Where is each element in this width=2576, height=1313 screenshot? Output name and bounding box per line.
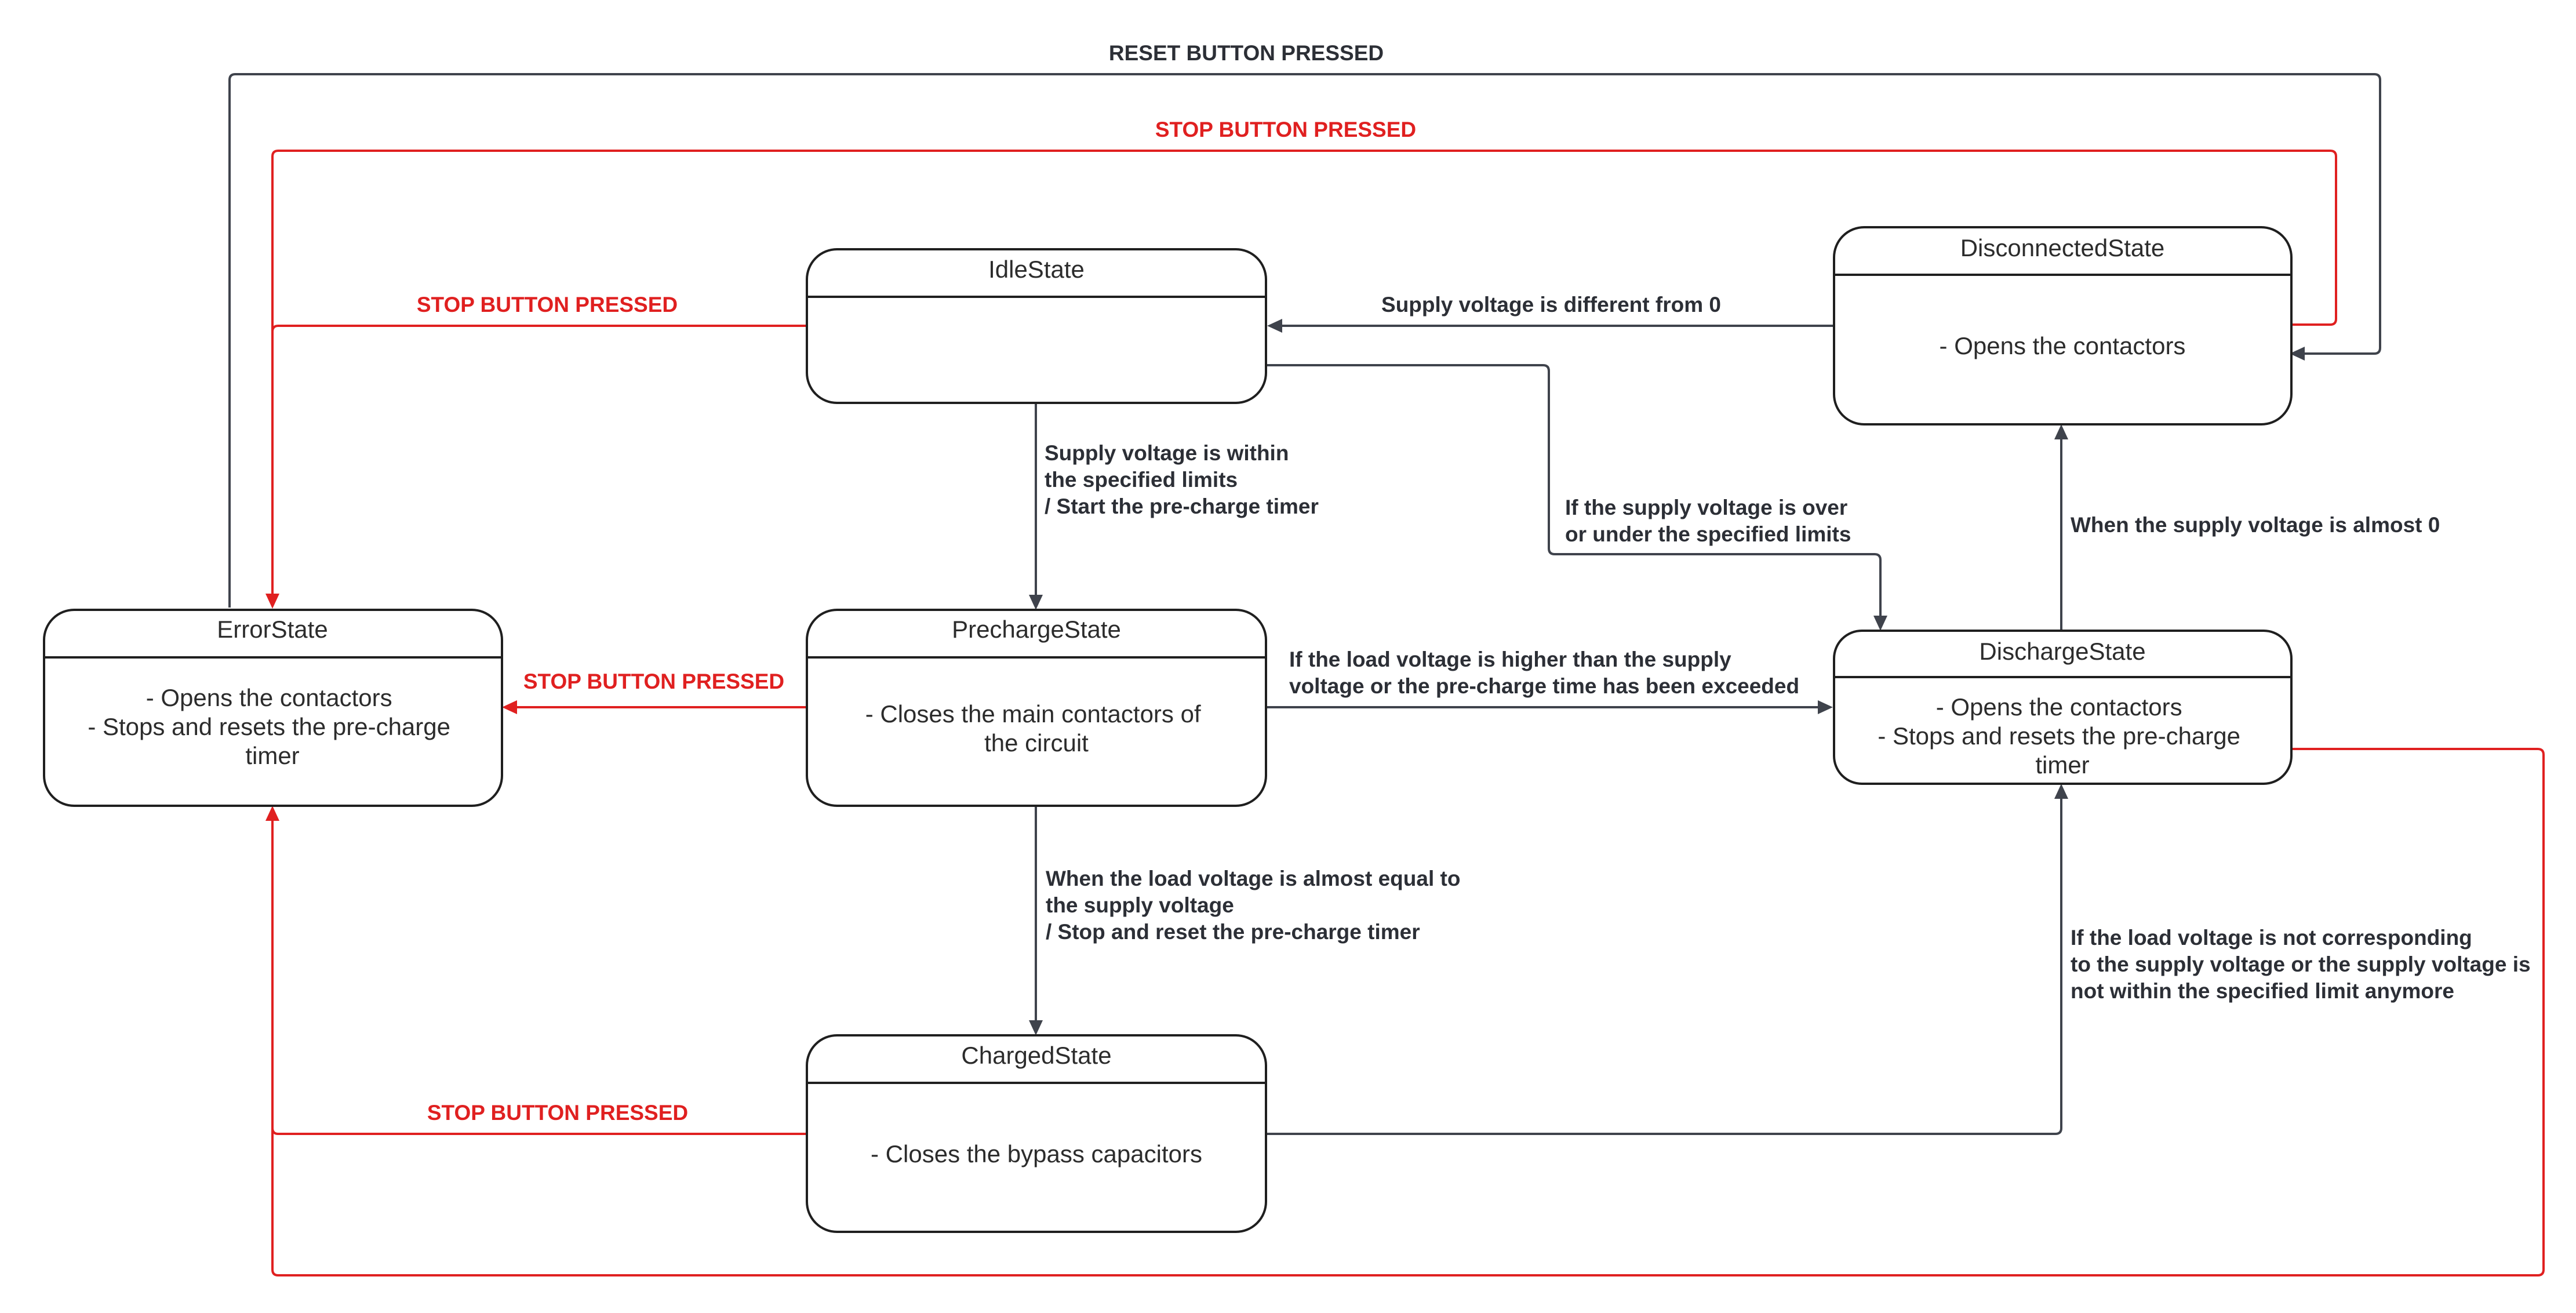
state-box <box>1833 226 2293 425</box>
edge-line <box>228 73 2381 608</box>
state-error[interactable]: ErrorState - Opens the contactors - Stop… <box>43 609 503 807</box>
state-title: ChargedState <box>961 1042 1111 1069</box>
state-box <box>806 609 1267 807</box>
transition-stop-charged-to-error: STOP BUTTON PRESSED <box>271 817 807 1135</box>
state-title: IdleState <box>988 256 1085 283</box>
transition-precharge-to-charged: When the load voltage is almost equal to… <box>1029 806 1467 1035</box>
state-disconnected[interactable]: DisconnectedState - Opens the contactors <box>1833 226 2293 425</box>
transition-label: RESET BUTTON PRESSED <box>1109 41 1384 65</box>
arrowhead <box>1818 700 1833 714</box>
state-body: - Opens the contactors - Stops and reset… <box>88 684 457 769</box>
arrowhead <box>1873 616 1887 631</box>
state-discharge[interactable]: DischargeState - Opens the contactors - … <box>1833 630 2293 785</box>
transition-reset-button: RESET BUTTON PRESSED <box>228 41 2381 608</box>
state-body: - Opens the contactors - Stops and reset… <box>1878 693 2247 779</box>
transition-discharge-to-disconnected: When the supply voltage is almost 0 <box>2054 424 2440 631</box>
arrowhead <box>265 806 279 821</box>
state-title: ErrorState <box>217 616 328 643</box>
state-idle[interactable]: IdleState <box>806 248 1267 404</box>
transition-idle-to-discharge: If the supply voltage is over or under t… <box>1266 364 1887 631</box>
arrowhead <box>2290 347 2305 361</box>
state-precharge[interactable]: PrechargeState - Closes the main contact… <box>806 609 1267 807</box>
arrowhead <box>2054 424 2068 439</box>
state-body: - Opens the contactors <box>1940 332 2186 359</box>
arrowhead <box>502 700 517 714</box>
arrowhead <box>1029 595 1043 610</box>
state-title: PrechargeState <box>952 616 1121 643</box>
transition-label: When the load voltage is almost equal to… <box>1046 867 1467 944</box>
state-body: - Closes the bypass capacitors <box>871 1140 1202 1167</box>
edge-line <box>271 150 2337 597</box>
transition-label: Supply voltage is within the specified l… <box>1045 441 1319 518</box>
transition-idle-to-precharge: Supply voltage is within the specified l… <box>1029 403 1319 610</box>
transition-stop-disconnected-to-error: STOP BUTTON PRESSED <box>271 118 2337 597</box>
state-title: DischargeState <box>1979 638 2145 665</box>
transition-label: If the supply voltage is over or under t… <box>1565 496 1854 546</box>
state-title: DisconnectedState <box>1960 234 2165 261</box>
transition-stop-idle-to-error: STOP BUTTON PRESSED <box>265 293 807 609</box>
transition-label: When the supply voltage is almost 0 <box>2071 513 2440 537</box>
state-charged[interactable]: ChargedState - Closes the bypass capacit… <box>806 1034 1267 1233</box>
transition-label: STOP BUTTON PRESSED <box>523 670 784 693</box>
state-box <box>1833 630 2293 785</box>
state-box <box>806 1034 1267 1233</box>
state-body: - Closes the main contactors of the circ… <box>865 700 1208 756</box>
transition-stop-precharge-to-error: STOP BUTTON PRESSED <box>502 670 807 714</box>
edge-line <box>1266 364 1882 619</box>
arrowhead <box>1029 1020 1043 1035</box>
transition-label: Supply voltage is different from 0 <box>1381 293 1721 317</box>
edge-line <box>271 817 807 1135</box>
transition-disconnected-to-idle: Supply voltage is different from 0 <box>1267 293 1834 333</box>
edge-line <box>271 325 807 597</box>
transition-label: STOP BUTTON PRESSED <box>1155 118 1416 141</box>
edge-line <box>1266 795 2062 1135</box>
transition-label: STOP BUTTON PRESSED <box>427 1101 688 1125</box>
arrowhead <box>2054 784 2068 799</box>
edge-line <box>271 748 2545 1276</box>
transition-label: If the load voltage is not corresponding… <box>2071 926 2537 1003</box>
transition-discharge-to-error <box>265 748 2545 1276</box>
transition-label: If the load voltage is higher than the s… <box>1289 648 1799 698</box>
transition-label: STOP BUTTON PRESSED <box>417 293 678 317</box>
arrowhead <box>265 594 279 609</box>
arrowhead <box>1267 319 1282 333</box>
state-box <box>806 248 1267 404</box>
state-box <box>43 609 503 807</box>
transition-charged-to-discharge: If the load voltage is not corresponding… <box>1266 784 2537 1135</box>
transition-precharge-to-discharge: If the load voltage is higher than the s… <box>1266 648 1833 714</box>
